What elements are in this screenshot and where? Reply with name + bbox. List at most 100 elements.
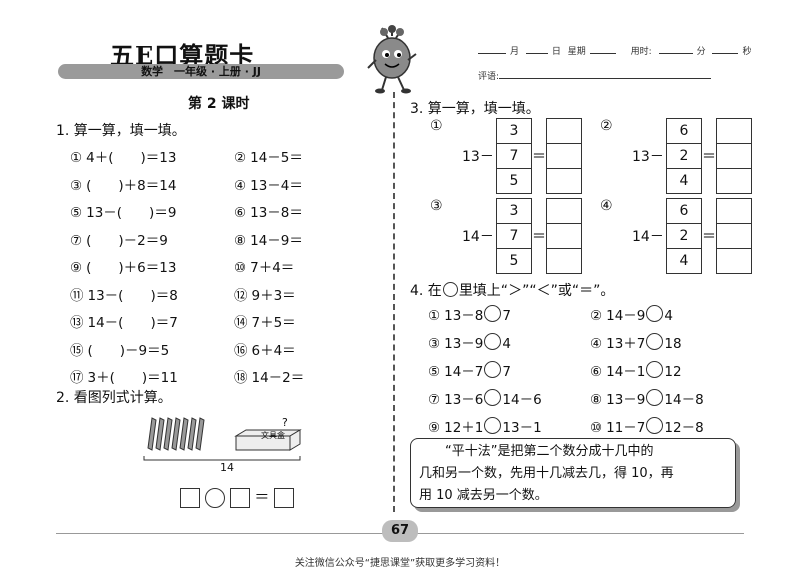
minuend-label: 13－ (632, 149, 664, 165)
problem-number: ⑦ (70, 232, 83, 249)
equals-sign: ＝ (702, 229, 716, 245)
compare-circle[interactable] (484, 361, 502, 378)
subtrahend-cell: 4 (666, 168, 702, 194)
answer-box[interactable] (180, 487, 200, 508)
answer-box[interactable] (274, 487, 295, 508)
problem-text: 13－( )＝8 (87, 287, 178, 304)
answer-box[interactable] (546, 223, 582, 249)
minuend-label: 13－ (462, 149, 494, 165)
compare-right: 14－8 (664, 392, 704, 408)
problem-text: 7＋4＝ (250, 260, 295, 276)
subtrahend-cell: 3 (496, 198, 532, 224)
compare-circle[interactable] (484, 417, 502, 434)
compare-right: 14－6 (502, 392, 542, 408)
subtrahend-cell: 3 (496, 118, 532, 144)
subtrahend-cell: 6 (666, 118, 702, 144)
tip-box: “平十法”是把第二个数分成十几中的 几和另一个数，先用十几减去几，得 10，再 … (410, 438, 736, 508)
compare-circle[interactable] (646, 417, 664, 434)
compare-circle[interactable] (484, 333, 502, 350)
subtrahend-cell: 2 (666, 223, 702, 249)
compare-circle[interactable] (484, 389, 502, 406)
subtrahend-cell: 2 (666, 143, 702, 169)
compare-left: 13－8 (444, 308, 484, 324)
problem-number: ① (70, 150, 83, 166)
answer-box[interactable] (716, 223, 752, 249)
compare-left: 14－1 (606, 364, 646, 380)
problem-number: ⑦ (428, 392, 441, 408)
section4-title: 4. 在里填上“＞”“＜”或“＝”。 (410, 282, 615, 299)
group-number: ③ (430, 198, 443, 214)
answer-box[interactable] (546, 248, 582, 274)
subtrahend-cell: 5 (496, 248, 532, 274)
problem-number: ⑩ (590, 420, 603, 436)
problem-number: ⑭ (234, 315, 248, 331)
compare-circle[interactable] (646, 305, 664, 322)
problem-text: 4＋( )＝13 (86, 150, 177, 166)
subtitle-bar: 数学 一年级 · 上册 · JJ (58, 64, 344, 79)
compare-right: 7 (502, 364, 511, 380)
answer-box[interactable] (716, 118, 752, 144)
problem-text: 13－( )＝9 (86, 205, 177, 221)
answer-box[interactable] (716, 168, 752, 194)
problem-number: ⑩ (234, 260, 247, 276)
answer-box[interactable] (229, 487, 250, 508)
compare-circle[interactable] (646, 333, 664, 350)
problem-number: ⑮ (70, 342, 84, 359)
section3-title: 3. 算一算，填一填。 (410, 101, 540, 117)
lesson-title: 第 2 课时 (188, 96, 250, 112)
pencil-box-label: 文具盒 (261, 431, 285, 440)
problem-text: 14－2＝ (251, 370, 305, 386)
answer-box[interactable] (546, 168, 582, 194)
compare-left: 11－7 (606, 420, 646, 436)
operator-circle[interactable] (204, 487, 225, 508)
pencils-and-box-illustration (143, 417, 302, 461)
problem-item: ③( )＋8＝14 (70, 174, 176, 194)
mascot-icon (367, 25, 417, 94)
group-number: ① (430, 118, 443, 134)
problem-number: ⑬ (70, 315, 84, 331)
subtrahend-cell: 7 (496, 223, 532, 249)
problem-text: 14－5＝ (250, 150, 303, 166)
problem-number: ⑱ (234, 370, 248, 386)
problem-number: ⑤ (428, 364, 441, 380)
group-number: ④ (600, 198, 613, 214)
problem-number: ③ (70, 177, 83, 194)
section2-title: 2. 看图列式计算。 (56, 390, 172, 406)
answer-box[interactable] (716, 198, 752, 224)
compare-right: 18 (664, 336, 682, 352)
answer-box[interactable] (546, 118, 582, 144)
subtrahend-cell: 4 (666, 248, 702, 274)
problem-item: ⑮( )－9＝5 (70, 339, 169, 359)
problem-text: ( )＋6＝13 (86, 260, 177, 276)
group-number: ② (600, 118, 613, 134)
problem-number: ⑧ (590, 392, 603, 408)
compare-circle[interactable] (484, 305, 502, 322)
compare-circle[interactable] (646, 361, 664, 378)
answer-box[interactable] (716, 143, 752, 169)
answer-box[interactable] (546, 198, 582, 224)
subtrahend-cell: 6 (666, 198, 702, 224)
equals-sign: ＝ (702, 149, 716, 165)
compare-circle[interactable] (646, 389, 664, 406)
problem-number: ⑨ (428, 420, 441, 436)
problem-text: 14－( )＝7 (87, 315, 178, 331)
problem-text: ( )－2＝9 (86, 232, 168, 249)
problem-text: 13－8＝ (250, 205, 303, 221)
problem-number: ⑨ (70, 260, 83, 276)
problem-number: ④ (590, 336, 603, 352)
answer-box[interactable] (546, 143, 582, 169)
compare-right: 7 (502, 308, 511, 324)
compare-left: 13－6 (444, 392, 484, 408)
equals-sign: ＝ (532, 149, 546, 165)
answer-box[interactable] (716, 248, 752, 274)
